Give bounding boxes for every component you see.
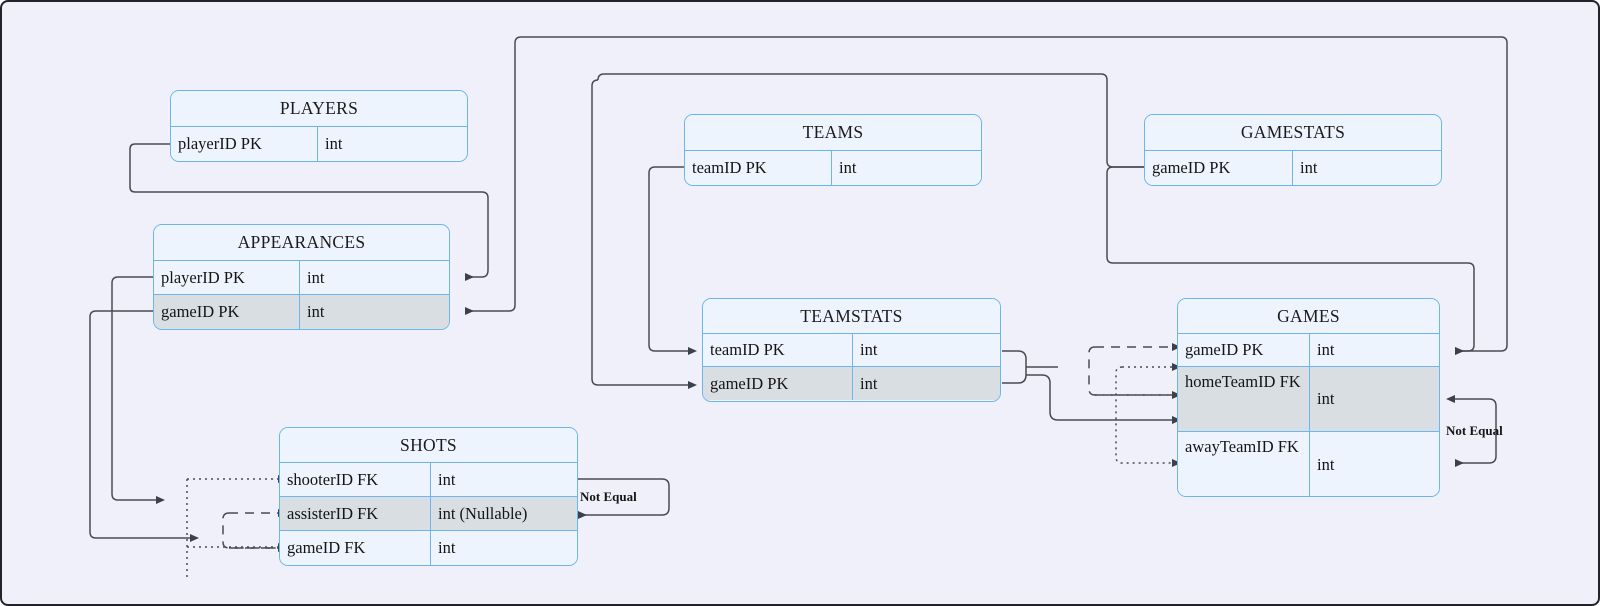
- field-type: int: [438, 538, 456, 557]
- entity-gamestats-title: GAMESTATS: [1145, 115, 1441, 151]
- field-type: int: [860, 373, 878, 393]
- field-type: int: [1317, 340, 1335, 359]
- table-row[interactable]: teamID PK int: [685, 151, 981, 185]
- field-name: shooterID FK: [280, 463, 431, 496]
- field-type: int: [1317, 454, 1335, 474]
- entity-players-title: PLAYERS: [171, 91, 467, 127]
- table-row[interactable]: gameID PK int: [703, 367, 1000, 400]
- field-name: gameID PK: [703, 367, 853, 400]
- table-row[interactable]: gameID PK int: [1145, 151, 1441, 185]
- table-row[interactable]: gameID FK int: [280, 531, 577, 565]
- field-name: playerID PK: [171, 127, 318, 161]
- entity-teamstats-title: TEAMSTATS: [703, 299, 1000, 334]
- entity-appearances-title: APPEARANCES: [154, 225, 449, 261]
- field-name: homeTeamID FK: [1178, 367, 1310, 431]
- table-row[interactable]: teamID PK int: [703, 334, 1000, 367]
- table-row[interactable]: playerID PK int: [154, 261, 449, 295]
- field-name: assisterID FK: [280, 497, 431, 530]
- table-row[interactable]: homeTeamID FK int: [1178, 367, 1439, 432]
- entity-appearances[interactable]: APPEARANCES playerID PK int gameID PK in…: [153, 224, 450, 330]
- entity-shots[interactable]: SHOTS shooterID FK int assisterID FK int…: [279, 427, 578, 566]
- field-name: gameID FK: [280, 531, 431, 565]
- field-name: gameID PK: [1145, 151, 1293, 185]
- table-row[interactable]: assisterID FK int (Nullable): [280, 497, 577, 531]
- entity-teams[interactable]: TEAMS teamID PK int: [684, 114, 982, 186]
- entity-shots-title: SHOTS: [280, 428, 577, 463]
- field-name: awayTeamID FK: [1178, 432, 1310, 496]
- field-type: int: [307, 267, 325, 287]
- field-type: int: [839, 158, 857, 177]
- table-row[interactable]: gameID PK int: [1178, 334, 1439, 367]
- not-equal-label-shots: Not Equal: [580, 489, 637, 504]
- entity-gamestats[interactable]: GAMESTATS gameID PK int: [1144, 114, 1442, 186]
- field-name: teamID PK: [685, 151, 832, 185]
- field-type: int: [860, 340, 878, 359]
- table-row[interactable]: gameID PK int: [154, 295, 449, 329]
- table-row[interactable]: shooterID FK int: [280, 463, 577, 497]
- entity-players[interactable]: PLAYERS playerID PK int: [170, 90, 468, 162]
- field-type: int: [1300, 158, 1318, 177]
- field-name: gameID PK: [1178, 334, 1310, 366]
- entity-games-title: GAMES: [1178, 299, 1439, 334]
- entity-teamstats[interactable]: TEAMSTATS teamID PK int gameID PK int: [702, 298, 1001, 402]
- field-type: int: [325, 134, 343, 153]
- field-name: teamID PK: [703, 334, 853, 366]
- table-row[interactable]: playerID PK int: [171, 127, 467, 161]
- field-type: int: [307, 302, 325, 321]
- entity-teams-title: TEAMS: [685, 115, 981, 151]
- field-type: int (Nullable): [438, 503, 528, 523]
- field-name: gameID PK: [154, 295, 300, 329]
- table-row[interactable]: awayTeamID FK int: [1178, 432, 1439, 496]
- field-type: int: [438, 469, 456, 489]
- not-equal-label-games: Not Equal: [1446, 423, 1503, 438]
- field-name: playerID PK: [154, 261, 300, 294]
- field-type: int: [1317, 389, 1335, 408]
- entity-games[interactable]: GAMES gameID PK int homeTeamID FK int aw…: [1177, 298, 1440, 497]
